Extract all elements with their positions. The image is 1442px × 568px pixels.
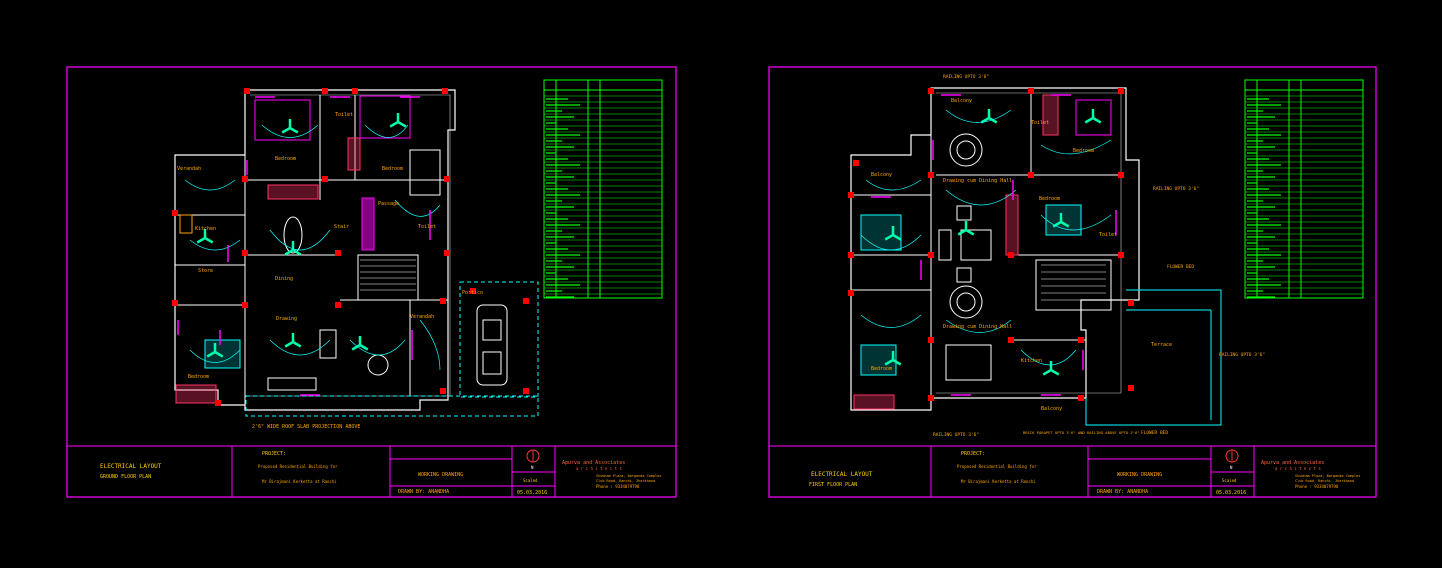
drawing-type: WORKING DRAWING [418, 472, 463, 478]
room-label: Toilet [418, 224, 436, 230]
plan-notes: RAILING UPTO 3'6" RAILING UPTO 3'6" FLOW… [933, 74, 1265, 438]
room-label: Bedroom [871, 366, 892, 372]
room-label: Balcony [871, 172, 892, 178]
first-floor-drawing: Balcony Bedroom Toilet Balcony Drawing c… [768, 66, 1377, 498]
switchboards [871, 94, 1117, 396]
room-label: Bedroom [382, 166, 403, 172]
firm-subtitle: a r c h i t e c t s [1275, 466, 1321, 471]
sheet-frame [66, 66, 677, 498]
drawing-date: 05.03.2016 [1216, 490, 1246, 496]
room-label: Stair [334, 224, 349, 230]
railing-note: RAILING UPTO 3'6" [1153, 186, 1199, 192]
room-label: Toilet [335, 112, 353, 118]
drawn-by: DRAWN BY: ANANDHA [1097, 489, 1148, 495]
legend-table [543, 79, 663, 299]
electrical-circuits [860, 109, 1112, 366]
firm-name: Apurva and Associates [562, 460, 625, 466]
first-floor-plan [850, 87, 1222, 426]
ceiling-fan-icon [284, 241, 302, 256]
room-label: Store [198, 268, 213, 274]
room-label: Drawing cum Dining Hall [943, 324, 1012, 330]
firm-address: Shubham Plaza, Barganda Complex [596, 474, 661, 478]
railing-note: RAILING UPTO 3'6" [1219, 352, 1265, 358]
ceiling-fan-icon [281, 119, 299, 134]
ground-floor-drawing: Verandah Dining Bedroom Kitchen Store To… [66, 66, 677, 498]
ceiling-fan-icon [980, 109, 998, 124]
room-label: Terrace [1151, 342, 1172, 348]
ceiling-fan-icon [1084, 109, 1102, 124]
sheet-subtitle: GROUND FLOOR PLAN [100, 474, 151, 480]
firm-phone: Phone : 9334079798 [596, 484, 640, 489]
sheet-subtitle: FIRST FLOOR PLAN [809, 482, 857, 488]
project-label: PROJECT: [262, 451, 286, 457]
ground-floor-sheet: Verandah Dining Bedroom Kitchen Store To… [0, 0, 721, 564]
sheet-title: ELECTRICAL LAYOUT [100, 463, 162, 470]
room-label: Verandah [177, 166, 201, 172]
switchboards [177, 96, 431, 396]
room-label: Drawing [276, 316, 297, 322]
electrical-circuits [184, 124, 441, 371]
room-labels: Balcony Bedroom Toilet Balcony Drawing c… [871, 98, 1172, 412]
railing-note: RAILING UPTO 3'6" [943, 74, 989, 80]
firm-name: Apurva and Associates [1261, 460, 1324, 466]
ceiling-fan-icon [206, 343, 224, 358]
room-label: Bedroom [275, 156, 296, 162]
ceiling-fan-icon [351, 336, 369, 351]
room-label: Toilet [1031, 120, 1049, 126]
ceiling-fan-icon [1042, 361, 1060, 376]
room-label: Kitchen [195, 226, 216, 232]
scale-label: Scaled [523, 478, 538, 483]
room-label: Bedroom [188, 374, 209, 380]
project-label: PROJECT: [961, 451, 985, 457]
ceiling-fan-icon [957, 221, 975, 236]
ceiling-fan-icon [389, 113, 407, 128]
structural-columns [848, 88, 1134, 401]
drawing-type: WORKING DRAWING [1117, 472, 1162, 478]
drawing-date: 05.03.2016 [517, 490, 547, 496]
north-label: N [531, 465, 534, 470]
client-name: Mr Birajmani Kerketta at Ranchi [262, 479, 337, 484]
ceiling-fans [196, 113, 407, 358]
room-label: Bedroom [1039, 196, 1060, 202]
firm-address: Shubham Plaza, Barganda Complex [1295, 474, 1360, 478]
room-labels: Verandah Dining Bedroom Kitchen Store To… [177, 112, 483, 380]
ground-floor-plan [174, 89, 539, 417]
project-name: Proposed Residential Building for [258, 464, 338, 469]
room-label: Drawing cum Dining Hall [943, 178, 1012, 184]
ceiling-fan-icon [284, 333, 302, 348]
structural-columns [172, 88, 529, 406]
room-label: Balcony [951, 98, 972, 104]
room-label: Bedroom [1073, 148, 1094, 154]
ceiling-fan-icon [1052, 213, 1070, 228]
room-label: Portico [462, 290, 483, 296]
room-label: Toilet [1099, 232, 1117, 238]
ceiling-fan-icon [884, 226, 902, 241]
drawn-by: DRAWN BY: ANANDHA [398, 489, 449, 495]
scale-label: Scaled [1222, 478, 1237, 483]
roof-projection-note: 2'6" WIDE ROOF SLAB PROJECTION ABOVE [252, 424, 360, 430]
flower-bed-note: FLOWER BED [1141, 430, 1168, 436]
room-label: Dining [275, 276, 293, 282]
ceiling-fan-icon [196, 229, 214, 244]
flower-bed-note: FLOWER BED [1167, 264, 1194, 270]
parapet-note: BRICK PARAPET UPTO 3'6" AND RAILING ABOV… [1023, 430, 1140, 435]
room-label: Verandah [410, 314, 434, 320]
firm-address: Club Road, Ranchi, Jharkhand [1295, 479, 1354, 483]
client-name: Mr Birajmani Kerketta at Ranchi [961, 479, 1036, 484]
firm-phone: Phone : 9334079798 [1295, 484, 1339, 489]
ceiling-fans [884, 109, 1102, 376]
firm-subtitle: a r c h i t e c t s [576, 466, 622, 471]
sheet-frame [768, 66, 1377, 498]
room-label: Balcony [1041, 406, 1062, 412]
room-label: Kitchen [1021, 358, 1042, 364]
project-name: Proposed Residential Building for [957, 464, 1037, 469]
north-label: N [1230, 465, 1233, 470]
first-floor-sheet: Balcony Bedroom Toilet Balcony Drawing c… [721, 0, 1442, 564]
ceiling-fan-icon [884, 351, 902, 366]
legend-table [1244, 79, 1364, 299]
sheet-title: ELECTRICAL LAYOUT [811, 471, 873, 478]
room-label: Passage [378, 201, 399, 207]
firm-address: Club Road, Ranchi, Jharkhand [596, 479, 655, 483]
railing-note: RAILING UPTO 3'6" [933, 432, 979, 438]
